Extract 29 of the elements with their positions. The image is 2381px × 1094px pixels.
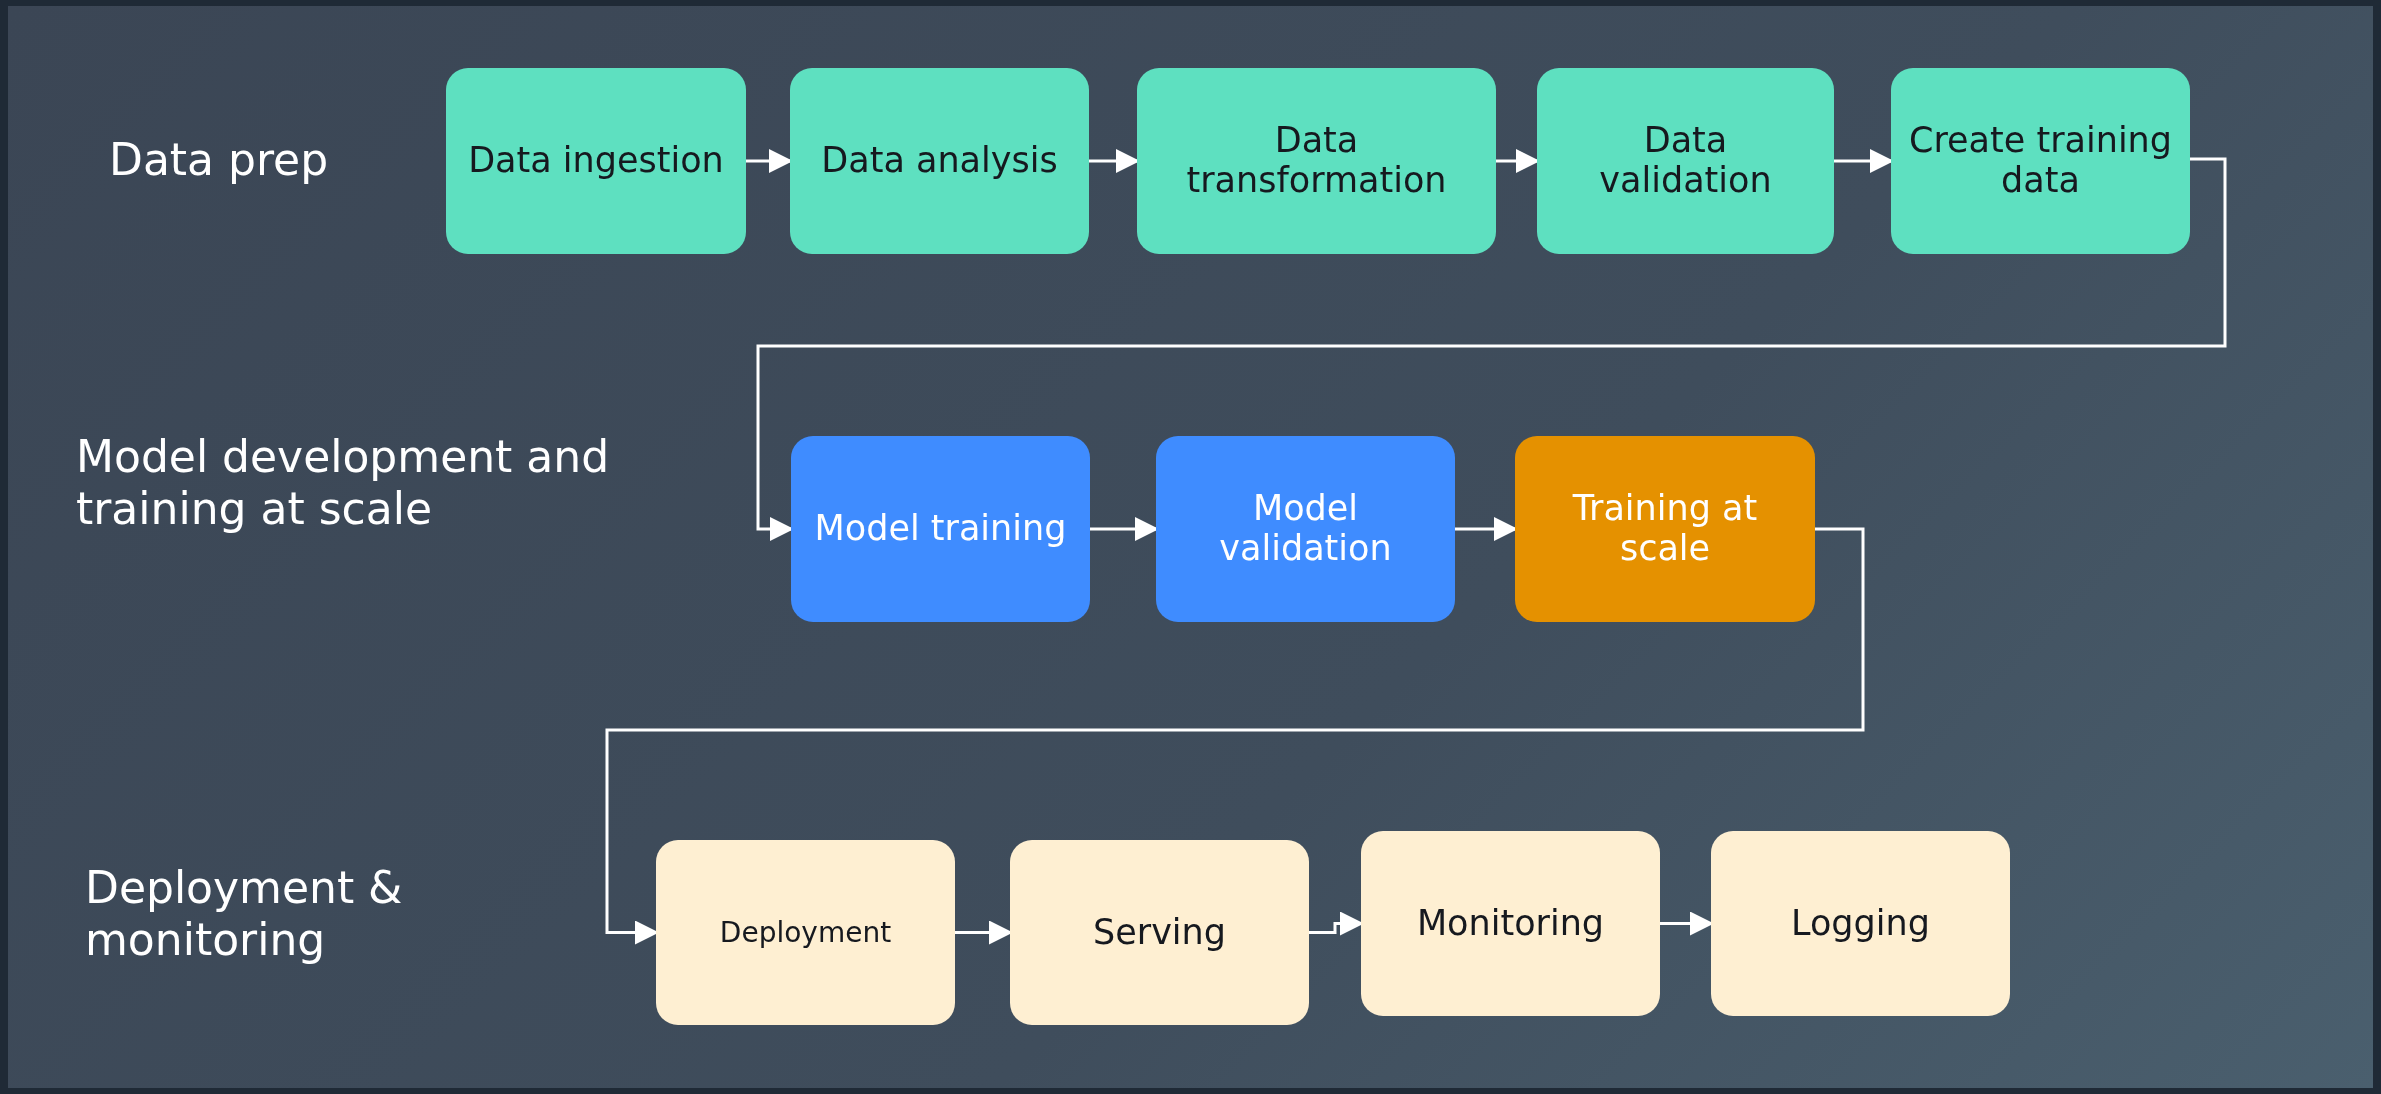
box-label: Logging <box>1791 903 1930 944</box>
arrow <box>605 527 1865 945</box>
box-label: Training at scale <box>1571 489 1759 569</box>
box-label: Create training data <box>1909 121 2172 201</box>
section-label: Data prep <box>109 134 330 186</box>
process-box <box>1537 68 1834 254</box>
process-box <box>656 840 955 1025</box>
box-label: Monitoring <box>1416 903 1605 944</box>
process-box <box>1711 831 2010 1016</box>
box-label: Data transformation <box>1185 121 1448 201</box>
section-label: Model development and training at scale <box>76 431 611 535</box>
arrow <box>756 157 2227 541</box>
process-box <box>1010 840 1309 1025</box>
section-label: Deployment & monitoring <box>85 862 404 966</box>
process-box <box>1515 436 1815 622</box>
box-label: Data analysis <box>821 141 1058 181</box>
process-box <box>790 68 1089 254</box>
box-label: Model validation <box>1218 489 1393 569</box>
process-box <box>1137 68 1496 254</box>
box-label: Deployment <box>719 916 892 949</box>
process-box <box>446 68 746 254</box>
process-box <box>791 436 1090 622</box>
box-label: Data validation <box>1598 121 1773 201</box>
process-box <box>1361 831 1660 1016</box>
process-box <box>1156 436 1455 622</box>
box-label: Serving <box>1093 912 1226 953</box>
box-label: Data ingestion <box>468 141 724 181</box>
process-box <box>1891 68 2190 254</box>
box-label: Model training <box>814 509 1067 549</box>
